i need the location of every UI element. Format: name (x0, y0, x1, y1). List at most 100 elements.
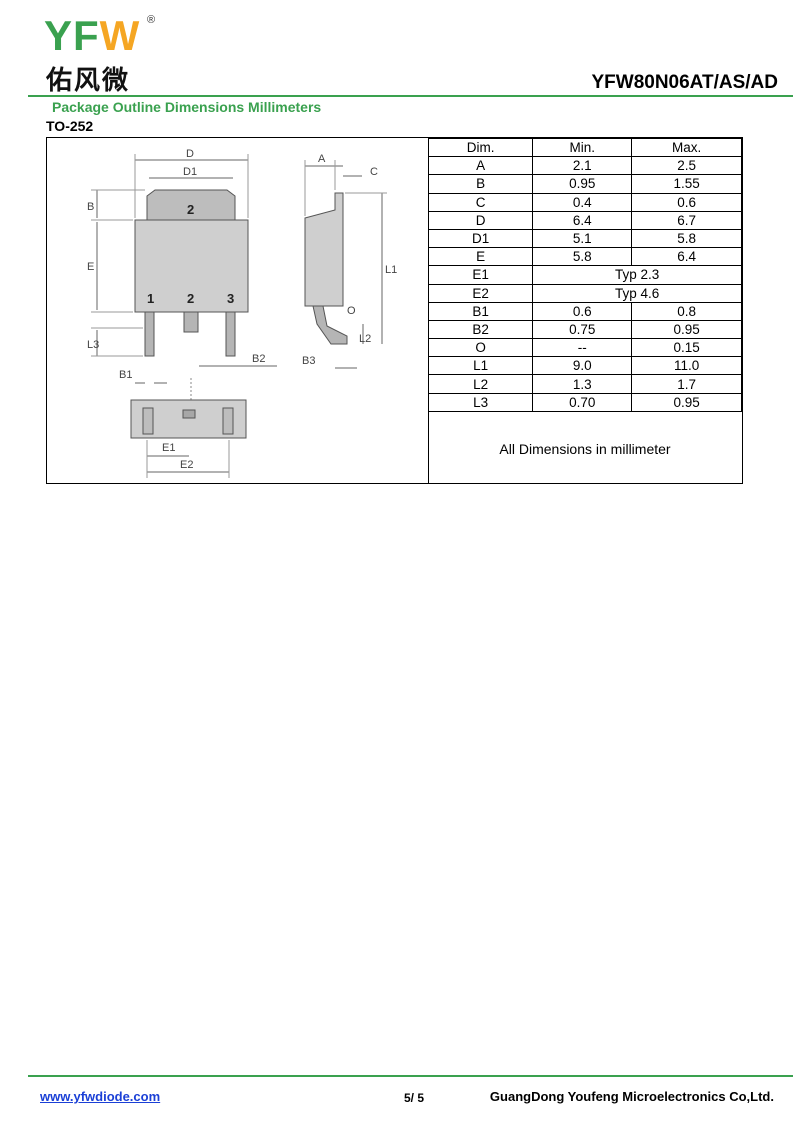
cell-min: 5.1 (532, 228, 633, 249)
cell-max: 1.7 (631, 374, 742, 394)
cell-min: 1.3 (532, 374, 633, 394)
dim-label-B3: B3 (302, 355, 315, 367)
body-shape (134, 219, 249, 313)
dim-label-L2: L2 (359, 333, 371, 345)
cell-min: 0.70 (532, 392, 633, 412)
cell-min: 0.4 (532, 192, 633, 212)
dim-label-D1: D1 (183, 166, 197, 178)
page-number: 5/ 5 (404, 1091, 425, 1105)
cell-typ: Typ 4.6 (532, 283, 742, 303)
side-body-shape (304, 192, 344, 307)
cell-dim: O (427, 338, 534, 358)
dim-label-L3: L3 (87, 339, 99, 351)
company-name: GuangDong Youfeng Microelectronics Co,Lt… (489, 1089, 774, 1104)
header-max: Max. (631, 137, 742, 158)
cell-min: 0.75 (532, 319, 633, 340)
dim-label-B: B (87, 201, 94, 213)
cell-dim: B2 (427, 319, 534, 340)
cell-max: 11.0 (631, 356, 742, 376)
cell-min: 6.4 (532, 210, 633, 230)
cell-max: 5.8 (631, 228, 742, 249)
registered-mark: ® (147, 14, 156, 26)
logo-wordmark: YFW (44, 12, 141, 59)
cell-min: 2.1 (532, 156, 633, 176)
footer-divider (28, 1075, 793, 1077)
dim-label-O: O (347, 305, 356, 317)
cell-dim: E (427, 247, 534, 267)
cell-dim: L3 (427, 392, 534, 412)
package-name: TO-252 (46, 118, 94, 134)
cell-typ: Typ 2.3 (532, 265, 742, 285)
section-title: Package Outline Dimensions Millimeters (52, 99, 322, 115)
cell-dim: D (427, 210, 534, 230)
dim-label-A: A (318, 153, 326, 165)
cell-dim: B (427, 174, 534, 194)
lead-3 (225, 311, 236, 357)
company-logo: YFW ® 佑风微 (44, 12, 164, 97)
package-drawing: 2 1 2 3 D D1 B E (47, 138, 429, 483)
pin1-label: 1 (147, 291, 154, 306)
package-outline-frame: 2 1 2 3 D D1 B E (46, 137, 743, 484)
dim-label-E: E (87, 261, 94, 273)
dim-label-B2: B2 (252, 353, 265, 365)
cell-max: 0.15 (631, 338, 742, 358)
cell-min: -- (532, 338, 633, 358)
lead-2 (183, 311, 199, 333)
cell-max: 0.95 (631, 392, 742, 412)
dim-label-D: D (186, 148, 194, 160)
dim-label-B1: B1 (119, 369, 132, 381)
lead-1 (144, 311, 155, 357)
header-dim: Dim. (427, 137, 534, 158)
cell-max: 0.6 (631, 192, 742, 212)
table-header-row: Dim. Min. Max. (427, 137, 742, 158)
cell-min: 5.8 (532, 247, 633, 267)
cell-max: 1.55 (631, 174, 742, 194)
outline-drawing-svg: 2 1 2 3 D D1 B E (87, 148, 397, 478)
cell-dim: C (427, 192, 534, 212)
dim-label-L1: L1 (385, 264, 397, 276)
header-divider (28, 95, 793, 97)
pin2-label: 2 (187, 291, 194, 306)
cell-min: 0.95 (532, 174, 633, 194)
cell-dim: B1 (427, 301, 534, 321)
cell-max: 6.4 (631, 247, 742, 267)
cell-min: 9.0 (532, 356, 633, 376)
side-lead-shape (312, 305, 348, 345)
header-min: Min. (532, 137, 633, 158)
cell-dim: L1 (427, 356, 534, 376)
cell-dim: L2 (427, 374, 534, 394)
dim-label-C: C (370, 166, 378, 178)
cell-min: 0.6 (532, 301, 633, 321)
cell-max: 6.7 (631, 210, 742, 230)
cell-dim: E1 (427, 265, 534, 285)
tab-pin-label: 2 (187, 202, 194, 217)
dim-label-E2: E2 (180, 459, 193, 471)
cell-dim: A (427, 156, 534, 176)
cell-dim: E2 (427, 283, 534, 303)
table-row: O--0.15 (427, 338, 742, 358)
cell-max: 2.5 (631, 156, 742, 176)
cell-max: 0.8 (631, 301, 742, 321)
dim-label-E1: E1 (162, 442, 175, 454)
website-link[interactable]: www.yfwdiode.com (40, 1089, 161, 1104)
units-note: All Dimensions in millimeter (499, 440, 671, 457)
cell-max: 0.95 (631, 319, 742, 340)
cell-dim: D1 (427, 228, 534, 249)
pin3-label: 3 (227, 291, 234, 306)
logo-chinese-name: 佑风微 (46, 66, 131, 96)
part-number: YFW80N06AT/AS/AD (591, 72, 778, 93)
